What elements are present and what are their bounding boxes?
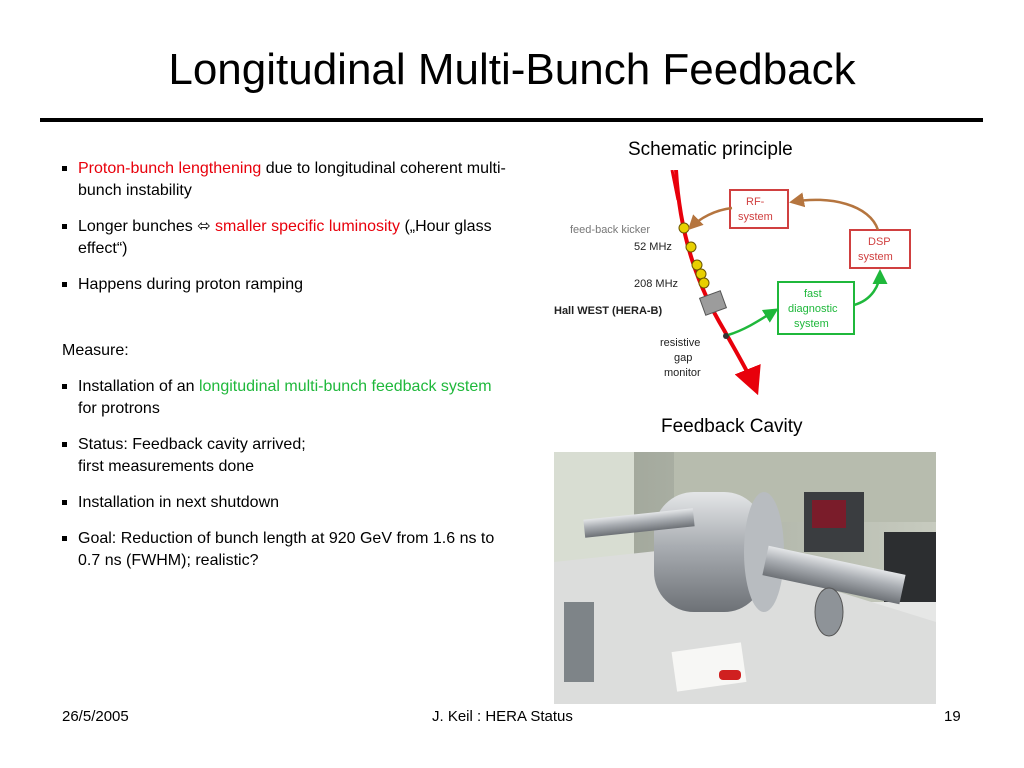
schematic-caption: Schematic principle (628, 139, 793, 160)
gap-monitor-marker (723, 333, 729, 339)
signal-arrow (687, 206, 733, 231)
bullet-text: Goal: Reduction of bunch length at 920 G… (78, 530, 495, 569)
bullet-marker (62, 500, 67, 505)
bullet-marker (62, 536, 67, 541)
bullet-text: due to longitudinal coherent multi-bunch… (78, 160, 506, 199)
monitor-label: resistive (660, 337, 700, 349)
measure-label: Measure: (62, 342, 129, 359)
schematic-diagram: feed-back kicker 52 MHz 208 MHz Hall WES… (554, 170, 911, 395)
bullet-text: Longer bunches (78, 218, 198, 235)
bullet-text: for protrons (78, 400, 160, 417)
footer-author: J. Keil : HERA Status (432, 708, 573, 725)
hall-label: Hall WEST (HERA-B) (554, 305, 663, 317)
bullet-marker (62, 224, 67, 229)
bullet-highlight: Proton-bunch lengthening (78, 160, 262, 177)
dsp-system-box (849, 229, 911, 269)
window (554, 452, 634, 562)
red-tool (719, 670, 741, 680)
fast-diagnostic-label: system (794, 318, 829, 330)
bullet-marker (62, 282, 67, 287)
beam-line (674, 170, 761, 395)
bullet-text: („Hour glass effect“) (78, 218, 492, 257)
bullet-item: Installation in next shutdown (62, 492, 512, 514)
instrument-stand (564, 602, 594, 682)
rf-system-label: system (738, 211, 773, 223)
freq-52-label: 52 MHz (634, 241, 672, 253)
bullet-item: Installation of an longitudinal multi-bu… (62, 376, 512, 420)
page-number: 19 (944, 708, 961, 725)
bullet-highlight: smaller specific luminosity (210, 218, 400, 235)
freq-208-label: 208 MHz (634, 278, 678, 290)
kicker-label: feed-back kicker (570, 224, 650, 236)
monitor-label: monitor (664, 367, 701, 379)
title-divider (40, 118, 983, 122)
footer-date: 26/5/2005 (62, 708, 129, 725)
bullet-marker (62, 166, 67, 171)
bullet-marker (62, 442, 67, 447)
rf-system-label: RF- (746, 196, 765, 208)
bullet-text: Status: Feedback cavity arrived; (78, 436, 306, 453)
beam-pipe (583, 508, 695, 538)
bullet-text: Happens during proton ramping (78, 276, 304, 293)
bullet-item: Happens during proton ramping (62, 274, 512, 296)
bullet-text: Installation in next shutdown (78, 494, 280, 511)
photo-caption: Feedback Cavity (661, 416, 803, 437)
bullet-text: Installation of an (78, 378, 199, 395)
bunch-chain (678, 222, 710, 289)
double-arrow-icon: ⬄ (197, 218, 211, 235)
slide-title: Longitudinal Multi-Bunch Feedback (168, 45, 856, 94)
fast-diagnostic-label: fast (804, 288, 822, 300)
fast-diagnostic-label: diagnostic (788, 303, 838, 315)
bullet-marker (62, 384, 67, 389)
hera-b-detector (698, 290, 728, 316)
beam-line (670, 170, 680, 201)
bullet-item: Status: Feedback cavity arrived; first m… (62, 434, 512, 478)
bullet-highlight: longitudinal multi-bunch feedback system (198, 378, 492, 395)
bullet-list: Proton-bunch lengthening due to longitud… (62, 158, 512, 586)
signal-arrow (853, 269, 888, 307)
bullet-item: Longer bunches ⬄ smaller specific lumino… (62, 216, 512, 260)
dsp-system-label: system (858, 251, 893, 263)
signal-arrow (789, 192, 880, 231)
dsp-system-label: DSP (868, 236, 891, 248)
bullet-item: Proton-bunch lengthening due to longitud… (62, 158, 512, 202)
bullet-text: first measurements done (78, 458, 255, 475)
feedback-cavity-photo (554, 452, 936, 704)
fast-diagnostic-box (777, 281, 855, 335)
monitor-label: gap (674, 352, 692, 364)
signal-arrow (727, 308, 779, 337)
bullet-item: Goal: Reduction of bunch length at 920 G… (62, 528, 512, 572)
